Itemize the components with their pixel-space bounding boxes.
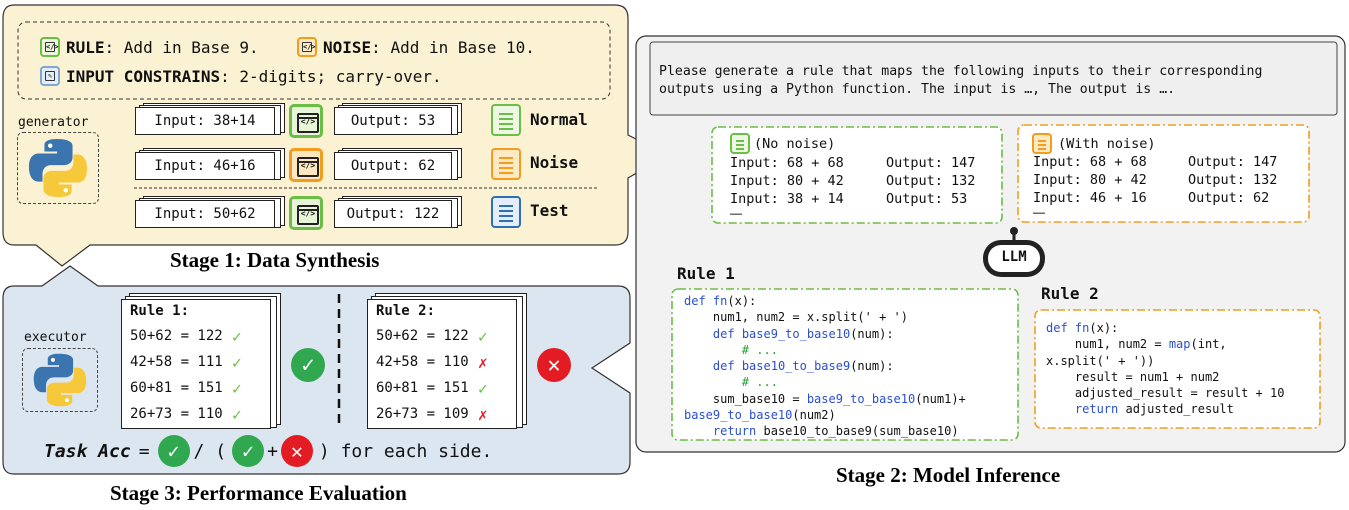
with-noise-input: Input: 80 + 42 — [1033, 172, 1147, 188]
rule2-code-box — [1034, 309, 1321, 429]
python-logo-icon — [28, 138, 88, 198]
rule2-code: def fn(x): num1, num2 = map(int, x.split… — [1046, 321, 1285, 417]
result-row: 50+62 = 122 — [130, 328, 223, 344]
no-noise-input: Input: 80 + 42 — [730, 173, 844, 189]
no-noise-title: (No noise) — [754, 136, 836, 152]
check-icon: ✓ — [232, 327, 242, 346]
generator-label: generator — [18, 115, 89, 130]
with-noise-input: Input: 68 + 68 — [1033, 154, 1147, 170]
result-row: 60+81 = 151 — [130, 380, 223, 396]
stage2-title: Stage 2: Model Inference — [836, 463, 1061, 487]
prompt-line-2: outputs using a Python function. The inp… — [659, 82, 1176, 97]
noise-text: : Add in Base 10. — [371, 37, 535, 57]
no-noise-input: Input: 38 + 14 — [730, 191, 844, 207]
edit-document-icon: ✎ — [40, 66, 60, 86]
test-document-icon — [491, 196, 521, 228]
code-window-icon: </> — [289, 148, 323, 182]
check-icon: ✓ — [232, 405, 242, 424]
task-acc-formula: Task Acc = ✓ / ( ✓ + ✕ ) for each side. — [44, 435, 493, 467]
rule-line: </> RULE: Add in Base 9. — [40, 37, 259, 57]
code-window-icon: </> — [289, 196, 323, 230]
llm-icon — [983, 227, 1045, 277]
input-card: Input: 46+16 — [135, 152, 275, 180]
generator-box — [17, 132, 99, 204]
formula-eq: = — [138, 440, 150, 462]
prompt-line-1: Please generate a rule that maps the fol… — [659, 64, 1263, 79]
code-window-icon: </> — [297, 37, 317, 57]
rule1-title: Rule 1: — [130, 303, 190, 319]
no-noise-box — [711, 126, 1003, 224]
noise-key: NOISE — [323, 37, 372, 57]
prompt-box — [649, 41, 1338, 116]
with-noise-input: Input: 46 + 16 — [1033, 190, 1147, 206]
formula-plus: + — [267, 440, 278, 462]
output-card: Output: 122 — [334, 200, 452, 228]
rule1-code: def fn(x): num1, num2 = x.split(' + ') d… — [684, 294, 966, 439]
rule2-card — [367, 299, 517, 429]
input-card: Input: 50+62 — [135, 200, 275, 228]
cross-icon: ✗ — [478, 353, 488, 372]
input-card: Input: 38+14 — [135, 107, 275, 135]
constraints-key: INPUT CONSTRAINS — [66, 66, 221, 86]
check-icon: ✓ — [478, 379, 488, 398]
llm-label: LLM — [1001, 249, 1027, 265]
formula-label: Task Acc — [44, 440, 131, 462]
result-row: 26+73 = 109 — [376, 406, 469, 422]
python-logo-icon — [33, 353, 87, 407]
no-noise-output: Output: 132 — [886, 173, 976, 189]
cross-icon: ✗ — [478, 405, 488, 424]
check-circle-icon: ✓ — [157, 435, 190, 467]
with-noise-output: Output: 132 — [1188, 172, 1278, 188]
output-card: Output: 53 — [334, 107, 452, 135]
noise-document-icon — [1032, 133, 1052, 154]
with-noise-title: (With noise) — [1058, 136, 1156, 152]
formula-tail: ) for each side. — [318, 440, 493, 462]
rule2-title: Rule 2: — [376, 303, 436, 319]
code-window-icon: </> — [289, 104, 323, 138]
normal-label: Normal — [530, 110, 588, 129]
no-noise-output: Output: 53 — [886, 191, 968, 207]
check-circle-icon: ✓ — [232, 435, 265, 467]
code-window-icon: </> — [40, 37, 60, 57]
stage3-title: Stage 3: Performance Evaluation — [110, 481, 407, 505]
rule-key: RULE — [66, 37, 105, 57]
result-row: 60+81 = 151 — [376, 380, 469, 396]
check-icon: ✓ — [232, 353, 242, 372]
rule1-title: Rule 1 — [677, 264, 735, 283]
rule2-title: Rule 2 — [1041, 284, 1099, 303]
pass-circle-icon: ✓ — [291, 348, 325, 382]
no-noise-input: Input: 68 + 68 — [730, 155, 844, 171]
result-row: 42+58 = 111 — [130, 354, 223, 370]
result-row: 50+62 = 122 — [376, 328, 469, 344]
formula-div: / ( — [193, 440, 227, 462]
check-icon: ✓ — [478, 327, 488, 346]
executor-box — [22, 348, 98, 412]
cross-circle-icon: ✕ — [280, 435, 313, 467]
normal-document-icon — [491, 104, 521, 136]
output-card: Output: 62 — [334, 152, 452, 180]
rule1-code-box — [671, 288, 1019, 441]
rules-box — [17, 21, 611, 100]
no-noise-ellipsis: …… — [730, 207, 743, 218]
no-noise-output: Output: 147 — [886, 155, 976, 171]
stage1-title: Stage 1: Data Synthesis — [170, 248, 380, 272]
constraints-text: : 2-digits; carry-over. — [220, 66, 442, 86]
constraints-line: ✎ INPUT CONSTRAINS: 2-digits; carry-over… — [40, 66, 442, 86]
with-noise-output: Output: 62 — [1188, 190, 1270, 206]
noise-label: Noise — [530, 153, 579, 172]
rule-text: : Add in Base 9. — [104, 37, 259, 57]
with-noise-output: Output: 147 — [1188, 154, 1278, 170]
test-label: Test — [530, 201, 569, 220]
executor-label: executor — [24, 330, 87, 345]
noise-document-icon — [491, 148, 521, 180]
with-noise-box — [1017, 124, 1310, 223]
rule1-card — [121, 299, 271, 429]
normal-document-icon — [730, 133, 750, 154]
with-noise-ellipsis: …… — [1033, 206, 1046, 217]
result-row: 42+58 = 110 — [376, 354, 469, 370]
noise-line: </> NOISE: Add in Base 10. — [297, 37, 535, 57]
result-row: 26+73 = 110 — [130, 406, 223, 422]
fail-circle-icon: ✕ — [537, 348, 571, 382]
check-icon: ✓ — [232, 379, 242, 398]
